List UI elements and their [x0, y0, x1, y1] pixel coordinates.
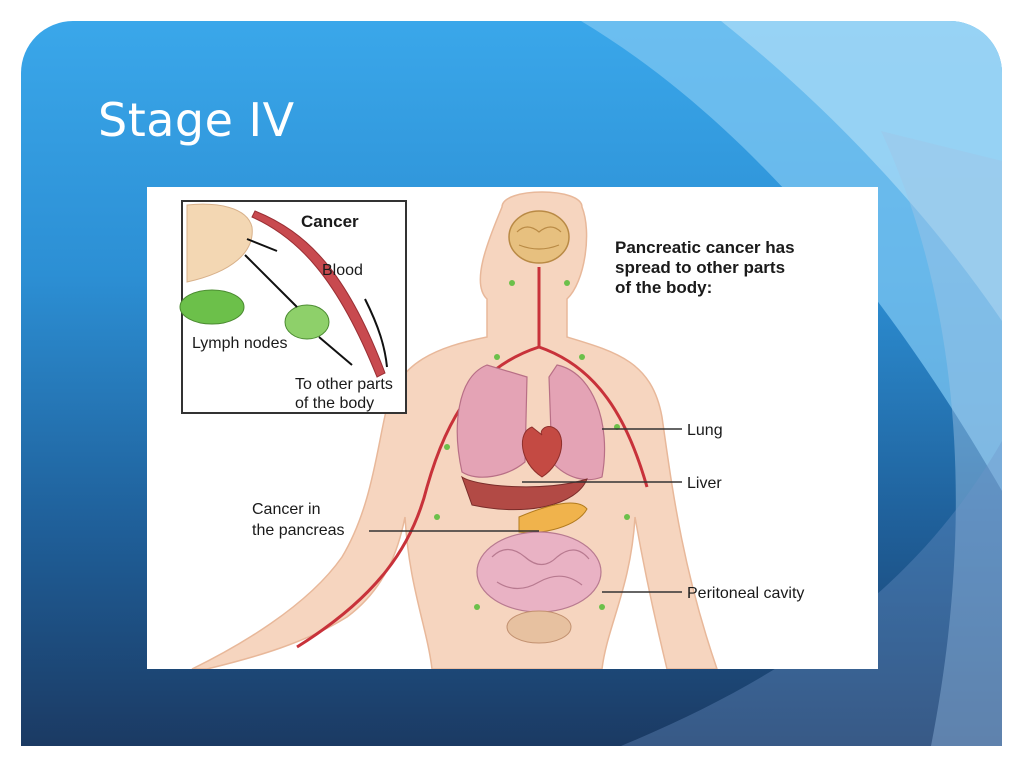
- label-pancreas-1: Cancer in: [252, 501, 320, 518]
- slide: Stage IV: [21, 21, 1002, 746]
- label-pancreas-2: the pancreas: [252, 522, 345, 539]
- diagram-heading-1: Pancreatic cancer has: [615, 238, 795, 257]
- heart: [521, 426, 563, 478]
- label-lung: Lung: [687, 422, 723, 439]
- inset-label-blood: Blood: [322, 262, 363, 279]
- brain: [508, 210, 570, 264]
- right-lung: [548, 364, 606, 481]
- liver: [461, 475, 588, 511]
- inset-label-lymph: Lymph nodes: [192, 335, 287, 352]
- stage-iv-diagram: Cancer Blood Lymph nodes To other parts …: [147, 187, 878, 669]
- lymph-node-left: [179, 289, 245, 325]
- slide-background-waves: [581, 21, 1002, 746]
- left-lung: [456, 364, 528, 478]
- lymph-node-right: [284, 304, 330, 340]
- intestines: [476, 531, 602, 613]
- inset-label-other-2: of the body: [295, 395, 374, 412]
- inset-label-other-1: To other parts: [295, 376, 393, 393]
- leader-lines: [369, 428, 682, 593]
- label-liver: Liver: [687, 475, 722, 492]
- slide-title: Stage IV: [98, 93, 295, 147]
- inset-label-cancer: Cancer: [301, 212, 359, 231]
- diagram-heading-3: of the body:: [615, 278, 712, 297]
- diagram-heading-2: spread to other parts: [615, 258, 785, 277]
- label-peritoneal: Peritoneal cavity: [687, 585, 804, 602]
- anatomy-illustration: Cancer Blood Lymph nodes To other parts …: [179, 191, 804, 669]
